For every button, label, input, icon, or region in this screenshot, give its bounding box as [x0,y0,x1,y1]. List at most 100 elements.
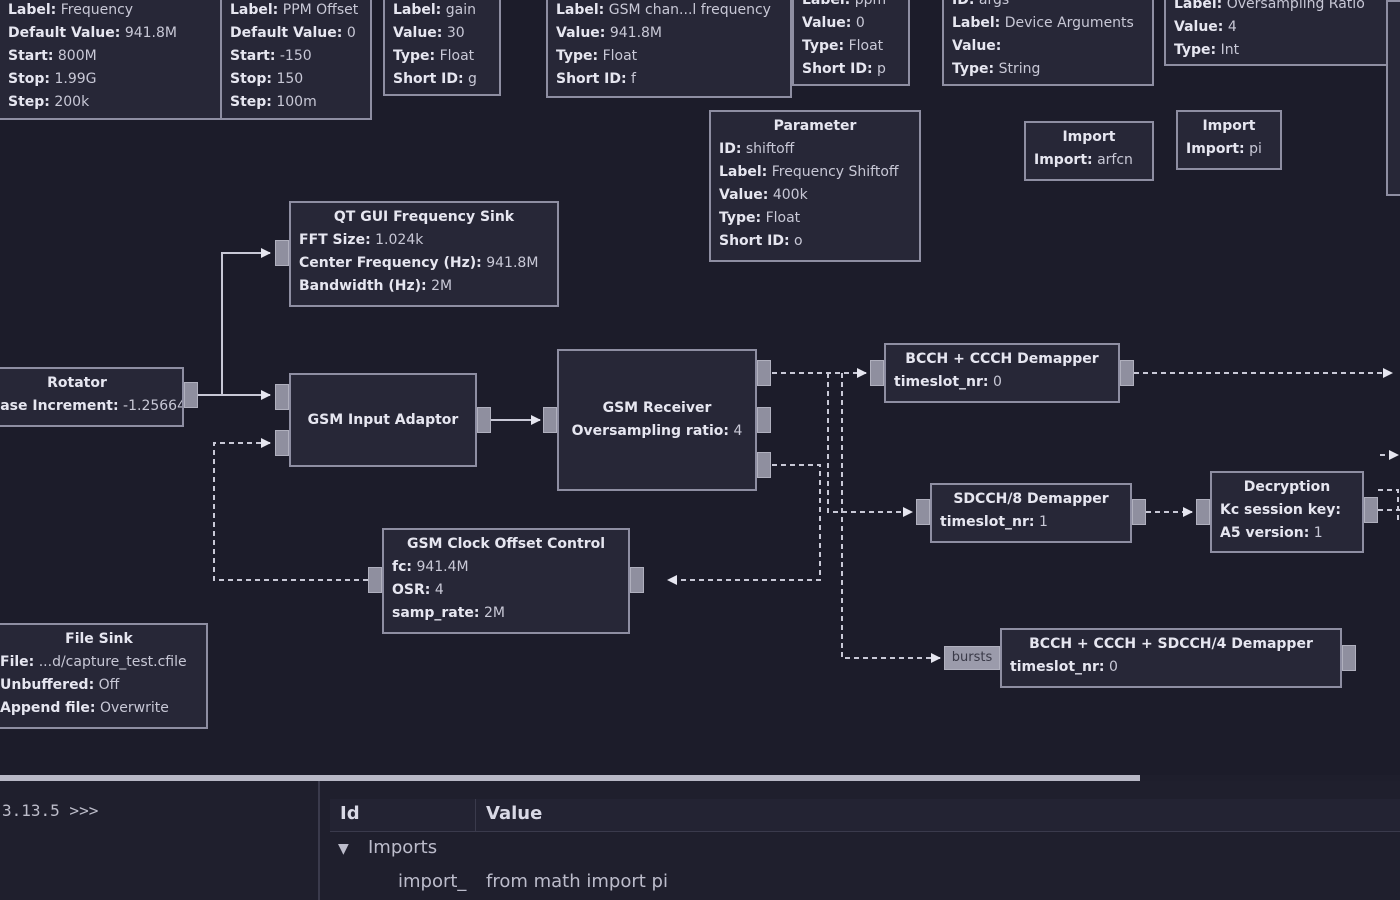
import-key: Import: [1034,152,1093,168]
decryption-input-port[interactable] [1196,499,1210,525]
short-id-key: Short ID: [802,61,873,77]
frequency-shiftoff-parameter-block[interactable]: Parameter ID: shiftoff Label: Frequency … [709,110,921,262]
label-value: Frequency [60,2,134,18]
a5-version-key: A5 version: [1220,525,1310,541]
default-key: Default Value: [8,25,121,41]
console-prompt: 3.13.5 >>> [2,801,99,820]
short-id-value: f [631,71,636,87]
default-value: 941.8M [124,25,177,41]
input-adaptor-input-port-1[interactable] [275,384,289,410]
column-header-value[interactable]: Value [486,803,543,824]
file-key: File: [0,654,35,670]
block-title: Import [1202,118,1256,134]
horizontal-scrollbar[interactable] [0,775,1140,781]
bottom-panel: 3.13.5 >>> Id Value ▼ Imports import_ fr… [0,781,1400,900]
label-key: Label: [1174,0,1223,12]
label-key: Label: [719,164,768,180]
stop-value: 150 [276,71,304,87]
input-adaptor-input-port-2[interactable] [275,430,289,456]
import-arfcn-block[interactable]: Import Import: arfcn [1024,121,1154,181]
sdcch8-demapper-input-port[interactable] [916,499,930,525]
device-arguments-parameter-block[interactable]: ID: args Label: Device Arguments Value: … [942,0,1154,86]
clock-offset-output-port[interactable] [630,567,644,593]
receiver-output-port-3[interactable] [757,452,771,478]
oversampling-ratio-key: Oversampling ratio: [571,423,729,439]
phase-increment-value: -1.25664 [123,398,184,414]
step-value: 100m [276,94,317,110]
import-pi-block[interactable]: Import Import: pi [1176,110,1282,170]
offscreen-block-edge[interactable] [1386,0,1400,196]
combined-demapper-output-port[interactable] [1342,645,1356,671]
decryption-output-port[interactable] [1364,497,1378,523]
timeslot-key: timeslot_nr: [940,514,1035,530]
rotator-block[interactable]: Rotator Phase Increment: -1.25664 [0,367,184,427]
sdcch8-demapper-output-port[interactable] [1132,499,1146,525]
short-id-key: Short ID: [393,71,464,87]
start-value: 800M [57,48,97,64]
value-key: Value: [393,25,443,41]
column-header-id[interactable]: Id [340,803,360,824]
variable-editor[interactable]: Id Value ▼ Imports import_ from math imp… [330,799,1400,900]
label-value: Oversampling Ratio [1226,0,1365,12]
gsm-receiver-block[interactable]: GSM Receiver Oversampling ratio: 4 [557,349,757,491]
rotator-output-port[interactable] [184,382,198,408]
id-value: shiftoff [745,141,795,157]
block-title: QT GUI Frequency Sink [333,209,515,225]
ppm-parameter-block[interactable]: Label: ppm Value: 0 Type: Float Short ID… [792,0,910,86]
id-value: args [978,0,1010,8]
frequency-range-block[interactable]: Label: Frequency Default Value: 941.8M S… [0,0,222,120]
fc-value: 941.4M [416,559,469,575]
osr-key: OSR: [392,582,431,598]
bcch-demapper-output-port[interactable] [1120,360,1134,386]
qt-gui-frequency-sink-block[interactable]: QT GUI Frequency Sink FFT Size: 1.024k C… [289,201,559,307]
step-key: Step: [8,94,50,110]
label-key: Label: [802,0,851,8]
value-key: Value: [719,187,769,203]
start-key: Start: [8,48,54,64]
short-id-value: o [794,233,803,249]
gsm-input-adaptor-block[interactable]: GSM Input Adaptor [289,373,477,467]
receiver-input-port[interactable] [543,407,557,433]
type-value: Float [439,48,475,64]
input-adaptor-output-port[interactable] [477,407,491,433]
block-title: SDCCH/8 Demapper [953,491,1109,507]
short-id-key: Short ID: [719,233,790,249]
tree-group-imports[interactable]: Imports [368,837,438,858]
sdcch8-demapper-block[interactable]: SDCCH/8 Demapper timeslot_nr: 1 [930,483,1132,543]
phase-increment-key: Phase Increment: [0,398,119,414]
samp-rate-value: 2M [483,605,505,621]
receiver-output-port-1[interactable] [757,360,771,386]
type-value: Float [602,48,638,64]
gsm-frequency-parameter-block[interactable]: Label: GSM chan...l frequency Value: 941… [546,0,792,98]
file-sink-block[interactable]: File Sink File: ...d/capture_test.cfile … [0,623,208,729]
gsm-clock-offset-control-block[interactable]: GSM Clock Offset Control fc: 941.4M OSR:… [382,528,630,634]
chevron-down-icon[interactable]: ▼ [338,841,349,857]
receiver-output-port-2[interactable] [757,407,771,433]
oversampling-ratio-parameter-block[interactable]: Label: Oversampling Ratio Value: 4 Type:… [1164,0,1400,66]
python-console[interactable]: 3.13.5 >>> [0,781,320,900]
bcch-ccch-demapper-block[interactable]: BCCH + CCCH Demapper timeslot_nr: 0 [884,343,1120,403]
default-value: 0 [346,25,356,41]
label-key: Label: [556,2,605,18]
label-key: Label: [393,2,442,18]
short-id-key: Short ID: [556,71,627,87]
flowgraph-canvas[interactable]: Label: Frequency Default Value: 941.8M S… [0,0,1400,775]
decryption-block[interactable]: Decryption Kc session key: A5 version: 1 [1210,471,1364,553]
bcch-ccch-sdcch4-demapper-block[interactable]: BCCH + CCCH + SDCCH/4 Demapper timeslot_… [1000,628,1342,688]
type-key: Type: [556,48,599,64]
gain-parameter-block[interactable]: Label: gain Value: 30 Type: Float Short … [383,0,501,96]
tree-row-id[interactable]: import_ [398,871,467,892]
ppm-offset-range-block[interactable]: Label: PPM Offset Default Value: 0 Start… [220,0,372,120]
value-value: 4 [1227,19,1237,35]
a5-version-value: 1 [1313,525,1323,541]
bandwidth-value: 2M [431,278,453,294]
center-frequency-key: Center Frequency (Hz): [299,255,482,271]
clock-offset-input-port[interactable] [368,567,382,593]
bcch-demapper-input-port[interactable] [870,360,884,386]
freq-sink-input-port[interactable] [275,240,289,266]
bursts-input-port[interactable]: bursts [944,646,1000,670]
unbuffered-key: Unbuffered: [0,677,95,693]
step-key: Step: [230,94,272,110]
block-title: File Sink [65,631,133,647]
step-value: 200k [54,94,90,110]
